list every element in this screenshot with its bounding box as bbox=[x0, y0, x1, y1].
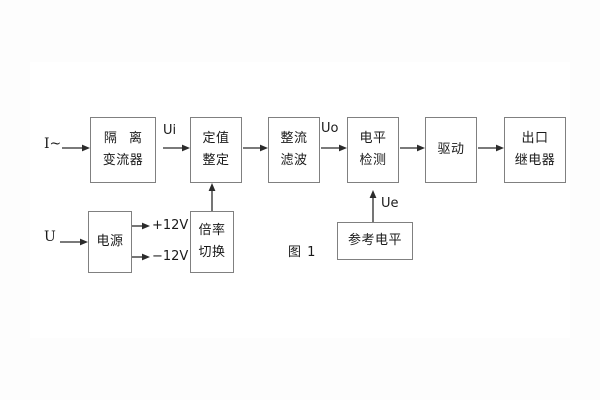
arrow-isolation-to-setting bbox=[163, 144, 190, 152]
label-rail-negative: −12V bbox=[152, 249, 189, 264]
block-rectify-filter: 整流 滤波 bbox=[268, 117, 320, 183]
block-rectify-filter-line2: 滤波 bbox=[280, 153, 308, 168]
block-isolation-ct-line1: 隔 离 bbox=[103, 130, 147, 146]
arrow-setting-to-rectify bbox=[243, 144, 268, 152]
label-rail-positive: +12V bbox=[152, 218, 189, 233]
figure-caption: 图 1 bbox=[288, 245, 317, 260]
block-reference-level-line1: 参考电平 bbox=[347, 232, 402, 248]
arrow-power-supply-positive-rail bbox=[132, 222, 150, 230]
block-setting-value: 定值 整定 bbox=[190, 117, 242, 183]
label-current-input: I~ bbox=[44, 136, 62, 152]
block-output-relay: 出口 继电器 bbox=[504, 117, 566, 183]
arrow-power-supply-negative-rail bbox=[132, 253, 150, 261]
block-isolation-ct: 隔 离 变流器 bbox=[90, 117, 156, 183]
block-setting-value-line2: 整定 bbox=[202, 153, 230, 168]
arrow-current-to-isolation bbox=[62, 144, 90, 152]
block-rectify-filter-line1: 整流 bbox=[280, 130, 308, 146]
block-drive-line1: 驱动 bbox=[437, 141, 465, 157]
block-level-detect-line2: 检测 bbox=[359, 153, 387, 168]
block-drive: 驱动 bbox=[425, 117, 477, 183]
label-ue: Ue bbox=[381, 196, 399, 211]
block-output-relay-line2: 继电器 bbox=[514, 153, 556, 168]
block-ratio-switch-line1: 倍率 bbox=[198, 222, 226, 238]
block-ratio-switch-line2: 切换 bbox=[198, 245, 226, 260]
block-level-detect: 电平 检测 bbox=[347, 117, 399, 183]
block-level-detect-line1: 电平 bbox=[359, 130, 387, 146]
arrow-voltage-to-power-supply bbox=[60, 238, 88, 246]
arrow-level-to-drive bbox=[400, 144, 425, 152]
arrow-ratio-switch-to-setting bbox=[208, 183, 216, 211]
block-power-supply: 电源 bbox=[88, 211, 132, 273]
arrow-rectify-to-level bbox=[321, 144, 347, 152]
label-uo: Uo bbox=[321, 121, 339, 136]
block-output-relay-line1: 出口 bbox=[521, 130, 549, 146]
label-ui: Ui bbox=[163, 123, 177, 138]
label-voltage-input: U bbox=[44, 229, 56, 245]
block-setting-value-line1: 定值 bbox=[202, 130, 230, 146]
arrow-reference-to-level-detect bbox=[369, 190, 377, 222]
block-isolation-ct-line2: 变流器 bbox=[102, 153, 144, 168]
arrow-drive-to-output-relay bbox=[478, 144, 504, 152]
block-power-supply-line1: 电源 bbox=[96, 233, 124, 249]
diagram-panel bbox=[30, 62, 570, 338]
block-ratio-switch: 倍率 切换 bbox=[190, 211, 234, 273]
block-reference-level: 参考电平 bbox=[337, 222, 413, 260]
